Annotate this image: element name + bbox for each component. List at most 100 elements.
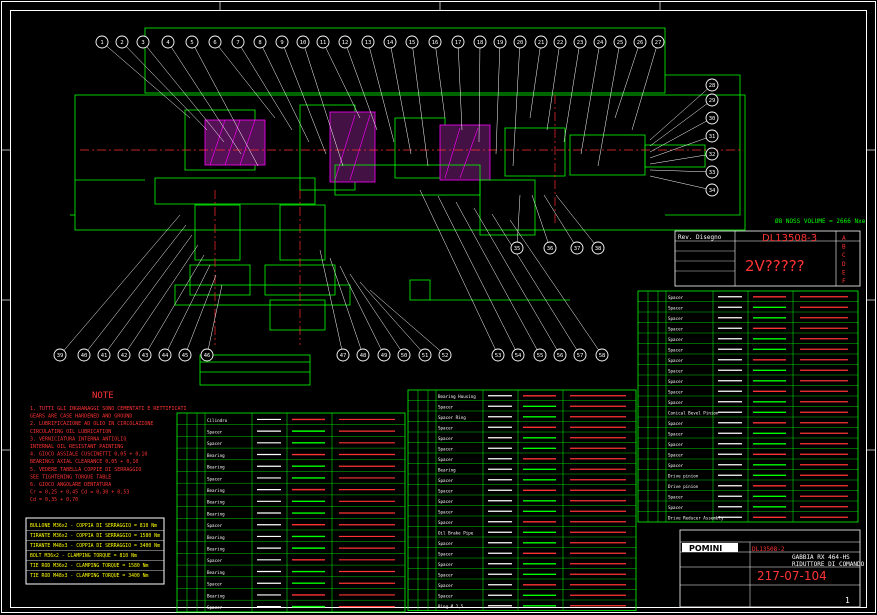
item-balloon-label: 41 [101, 353, 108, 359]
parts-list-item: Spacer [438, 520, 454, 525]
item-balloon: 48 [356, 348, 370, 362]
item-balloon: 46 [200, 348, 214, 362]
item-balloon-label: 43 [142, 353, 149, 359]
leader-line [281, 41, 327, 155]
leader-line [322, 41, 361, 119]
leader-line [597, 41, 621, 167]
note-line: 6. GIOCO ANGOLARE DENTATURA [30, 482, 111, 488]
item-balloon: 36 [543, 241, 557, 255]
item-balloon: 22 [553, 35, 567, 49]
item-balloon: 56 [553, 348, 567, 362]
item-balloon-label: 11 [320, 40, 327, 46]
leader-line [191, 41, 259, 167]
leader-line [389, 41, 412, 155]
parts-list-item: Bearing [207, 535, 225, 540]
item-balloon-label: 13 [365, 40, 372, 46]
item-balloon: 24 [593, 35, 607, 49]
item-balloon-label: 49 [381, 353, 388, 359]
leader-lines [59, 41, 713, 356]
item-balloon: 20 [513, 35, 527, 49]
parts-list-item: Bearing [207, 570, 225, 575]
parts-list-item: Drive pinion [668, 484, 699, 489]
item-balloon: 8 [253, 35, 267, 49]
item-balloon-label: 50 [401, 353, 408, 359]
parts-list-item: Spacer [668, 494, 684, 499]
leader-line [302, 41, 344, 167]
leader-line [478, 41, 481, 143]
title-description-2: RIDUTTORE DI COMANDO [792, 561, 865, 568]
leader-line [649, 99, 713, 147]
revision-mark: E [842, 269, 846, 276]
revision-mark: B [842, 244, 846, 251]
item-balloon: 55 [533, 348, 547, 362]
item-balloon-label: 46 [204, 353, 211, 359]
volume-label: Ø8 NOSS VOLUME = 2666 Nxe [775, 218, 866, 225]
leader-line [339, 265, 385, 356]
item-balloon: 23 [573, 35, 587, 49]
item-balloon-label: 10 [300, 40, 307, 46]
item-balloon: 2 [115, 35, 129, 49]
item-balloon-label: 33 [709, 170, 716, 176]
parts-list-item: Spacer [207, 582, 223, 587]
parts-list-item: Spacer [668, 421, 684, 426]
parts-list-item: Spacer [438, 562, 454, 567]
leader-line [59, 214, 181, 356]
item-balloon: 15 [405, 35, 419, 49]
item-balloon: 37 [570, 241, 584, 255]
revision-drawing-ref: DL13508-3 [762, 233, 817, 244]
revision-header: Rev. Disegno [678, 234, 722, 241]
title-block: POMINI DL13508-2 GABBIA RX 464-HS RIDUTT… [679, 529, 865, 608]
item-balloon: 4 [161, 35, 175, 49]
note-line: CIRCULATING OIL LUBRICATION [30, 429, 111, 435]
leader-line [103, 234, 193, 356]
item-balloon-label: 27 [655, 40, 662, 46]
item-balloon-label: 57 [577, 353, 584, 359]
leader-line [419, 189, 499, 356]
parts-list-item: Spacer [668, 452, 684, 457]
parts-list-item: Spacer [207, 429, 223, 434]
torque-row: TIRANTE M48x3 - COPPIA DI SERRAGGIO = 34… [30, 543, 160, 549]
leader-line [144, 254, 205, 356]
item-balloon: 44 [158, 348, 172, 362]
item-balloon-label: 40 [81, 353, 88, 359]
item-balloon-label: 45 [182, 353, 189, 359]
leader-line [563, 41, 581, 143]
item-balloon-label: 5 [190, 40, 193, 46]
leader-line [509, 219, 603, 356]
parts-list-item: Spacer [438, 457, 454, 462]
parts-list-item: Ring Ø 2,5 [438, 604, 464, 609]
leader-line [367, 41, 395, 143]
item-balloon-label: 7 [236, 40, 239, 46]
item-balloon: 34 [705, 183, 719, 197]
parts-list-item: Bearing [438, 467, 456, 472]
item-balloon-label: 6 [213, 40, 216, 46]
parts-list-item: Bearing [207, 511, 225, 516]
leader-line [259, 41, 310, 143]
revision-mark: F [842, 278, 846, 285]
item-balloon-label: 8 [258, 40, 261, 46]
parts-list-1: CilindroSpacerSpacerBearingBearingSpacer… [176, 412, 406, 613]
item-balloon: 53 [491, 348, 505, 362]
title-drawing-ref: DL13508-2 [752, 546, 785, 553]
note-line: BEARINGS AXIAL CLEARANCE 0,05 + 0,10 [30, 459, 138, 465]
leader-line [546, 41, 561, 131]
leader-line [369, 289, 446, 356]
parts-list-item: Bearing [207, 465, 225, 470]
gearbox-assembly [70, 27, 746, 386]
gear-hatching [209, 114, 479, 181]
leader-line [649, 169, 713, 173]
item-balloon-label: 55 [537, 353, 544, 359]
parts-list-item: Spacer [207, 523, 223, 528]
leader-line [529, 41, 542, 119]
note-line: 5. VEDERE TABELLA COPPIE DI SERRAGGIO [30, 467, 141, 473]
item-balloon: 29 [705, 93, 719, 107]
item-balloon-label: 22 [557, 40, 564, 46]
parts-list-item: Conical Bevel Pinion [668, 410, 719, 415]
item-balloon-label: 12 [342, 40, 349, 46]
item-balloon: 49 [377, 348, 391, 362]
parts-list-item: Oil Brake Pipe [438, 530, 474, 535]
item-balloon-label: 9 [280, 40, 283, 46]
